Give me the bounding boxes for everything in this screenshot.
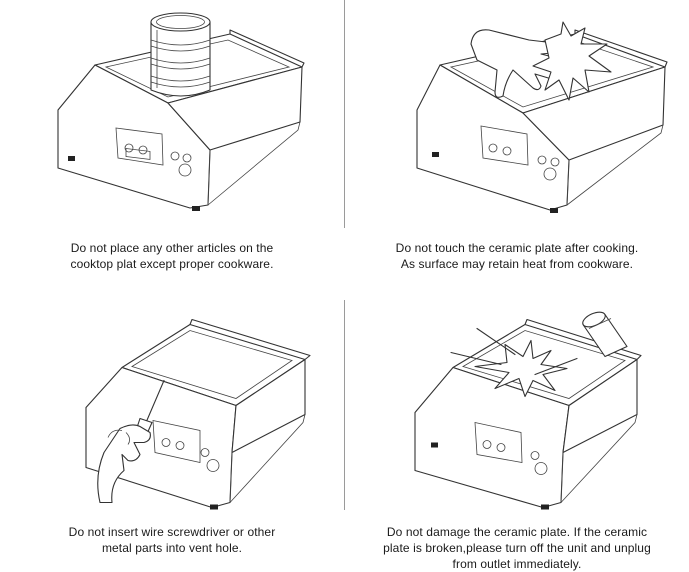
- panel-caption-hot-plate: Do not touch the ceramic plate after coo…: [345, 240, 689, 272]
- cooktop-screwdriver-illustration: [0, 290, 344, 525]
- cooktop-impact-illustration: [345, 290, 689, 525]
- caption-line: metal parts into vent hole.: [0, 540, 344, 556]
- panel-caption-damage-plate: Do not damage the ceramic plate. If the …: [345, 524, 689, 572]
- warning-panel-vent-hole: Do not insert wire screwdriver or other …: [0, 290, 344, 571]
- caption-line: Do not damage the ceramic plate. If the …: [345, 524, 689, 540]
- caption-line: As surface may retain heat from cookware…: [345, 256, 689, 272]
- warning-panel-damage-plate: Do not damage the ceramic plate. If the …: [345, 290, 689, 571]
- induction-cooktop-icon: [86, 320, 310, 510]
- caption-line: Do not insert wire screwdriver or other: [0, 524, 344, 540]
- warning-panel-other-articles: Do not place any other articles on the c…: [0, 0, 344, 290]
- panel-caption-vent-hole: Do not insert wire screwdriver or other …: [0, 524, 344, 556]
- warning-panel-hot-plate: Do not touch the ceramic plate after coo…: [345, 0, 689, 290]
- caption-line: Do not touch the ceramic plate after coo…: [345, 240, 689, 256]
- food-can-icon: [151, 13, 210, 96]
- caption-line: Do not place any other articles on the: [0, 240, 344, 256]
- caption-line: from outlet immediately.: [345, 556, 689, 572]
- caption-line: cooktop plat except proper cookware.: [0, 256, 344, 272]
- panel-caption-other-articles: Do not place any other articles on the c…: [0, 240, 344, 272]
- cooktop-hand-burn-illustration: [345, 0, 689, 235]
- cooktop-with-can-illustration: [0, 0, 344, 235]
- caption-line: plate is broken,please turn off the unit…: [345, 540, 689, 556]
